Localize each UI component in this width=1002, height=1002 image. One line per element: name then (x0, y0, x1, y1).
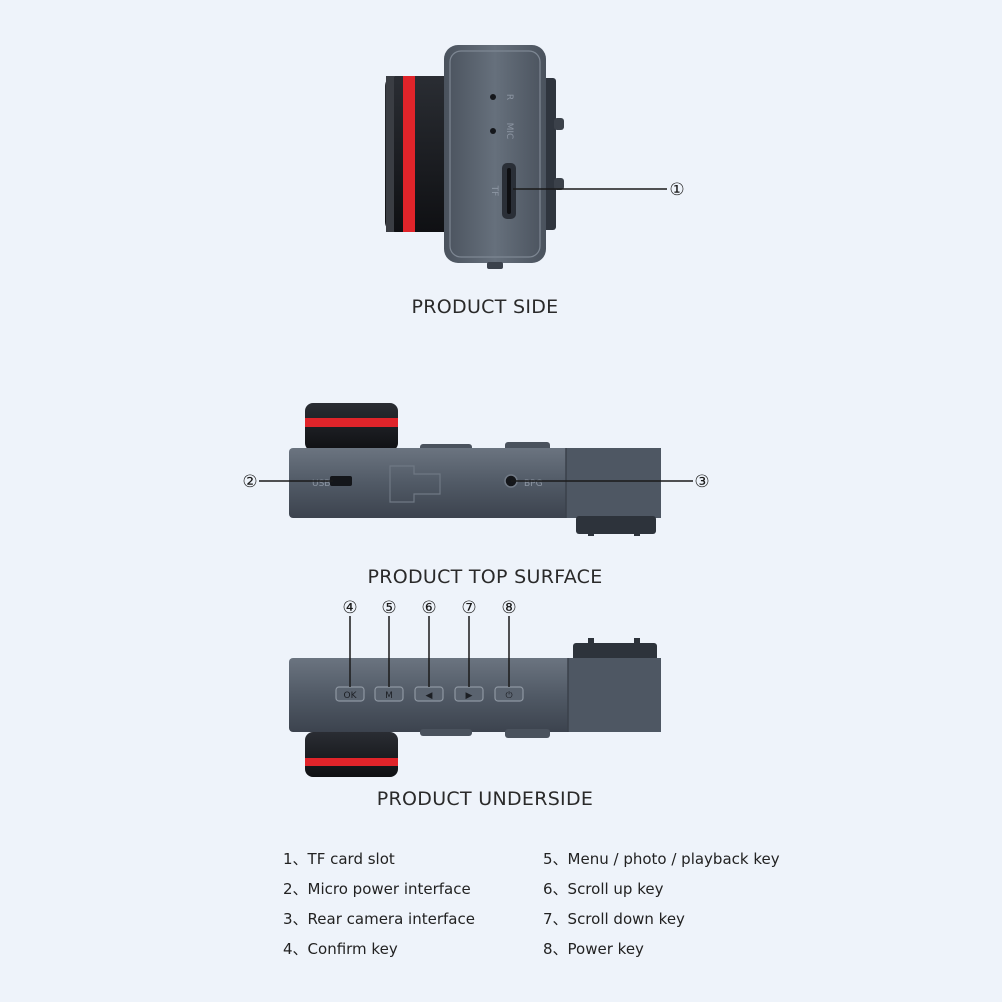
usb-label: USB (312, 479, 330, 489)
side-lens-ridge (386, 76, 394, 232)
reset-label: R (504, 94, 514, 100)
legend-item-2: 2、Micro power interface (283, 880, 471, 898)
legend-item-6: 6、Scroll up key (543, 880, 664, 898)
caption-product-top-surface: PRODUCT TOP SURFACE (367, 566, 603, 588)
side-mount-clip-top (554, 118, 564, 130)
side-lens-red-ring (403, 76, 415, 232)
rear-port-label: BPG (524, 479, 543, 489)
ok-button[interactable]: OK (335, 686, 365, 702)
scroll-down-button[interactable]: ▶ (454, 686, 484, 702)
scroll-down-button-label: ▶ (466, 691, 473, 701)
under-mount-foot-1 (588, 638, 594, 644)
callout-1: ① (669, 180, 684, 200)
top-mount-base (576, 516, 656, 534)
legend-item-7: 7、Scroll down key (543, 910, 685, 928)
legend-item-3: 3、Rear camera interface (283, 910, 475, 928)
callout-8: ⑧ (501, 598, 516, 618)
mic-hole-icon (490, 128, 496, 134)
side-body-bevel (449, 50, 541, 258)
reset-hole-icon (490, 94, 496, 100)
under-ridge-left (420, 729, 472, 736)
callout-2: ② (242, 472, 257, 492)
caption-product-underside: PRODUCT UNDERSIDE (376, 788, 594, 810)
under-ridge-right (505, 729, 550, 738)
under-body-mount-section (568, 658, 661, 732)
top-mount-foot-1 (588, 532, 594, 536)
tf-slot-opening (507, 168, 511, 214)
top-body-mount-section (566, 448, 661, 518)
legend-item-4: 4、Confirm key (283, 940, 398, 958)
legend-item-8: 8、Power key (543, 940, 644, 958)
menu-button[interactable]: M (374, 686, 404, 702)
caption-product-side: PRODUCT SIDE (411, 296, 559, 318)
legend-item-1: 1、TF card slot (283, 850, 395, 868)
under-lens (305, 732, 398, 777)
usb-port-icon (330, 476, 352, 486)
scroll-up-button[interactable]: ◀ (414, 686, 444, 702)
callout-5: ⑤ (381, 598, 396, 618)
power-button-label: ⏻ (505, 690, 512, 701)
power-button[interactable]: ⏻ (494, 686, 524, 702)
callout-7: ⑦ (461, 598, 476, 618)
mic-label: MIC (504, 123, 514, 140)
callout-4: ④ (342, 598, 357, 618)
scroll-up-button-label: ◀ (426, 691, 433, 701)
top-mount-foot-2 (634, 532, 640, 536)
side-bottom-tab (487, 262, 503, 269)
side-view: R MIC TF ① (385, 45, 685, 269)
side-mount-clip-bottom (554, 178, 564, 190)
under-mount-foot-2 (634, 638, 640, 644)
side-lens-barrel (385, 76, 455, 232)
menu-button-label: M (385, 691, 393, 701)
callout-3: ③ (694, 472, 709, 492)
tf-label: TF (489, 185, 499, 197)
side-body (444, 45, 546, 263)
underside-view: OK M ◀ ▶ ⏻ ④ ⑤ ⑥ ⑦ ⑧ (289, 598, 661, 777)
ok-button-label: OK (344, 691, 358, 701)
embossed-outline (389, 465, 441, 503)
callout-6: ⑥ (421, 598, 436, 618)
top-view: USB BPG ② ③ (242, 403, 710, 536)
under-lens-red-ring (305, 758, 398, 766)
legend-item-5: 5、Menu / photo / playback key (543, 850, 780, 868)
top-lens-red-ring (305, 418, 398, 427)
